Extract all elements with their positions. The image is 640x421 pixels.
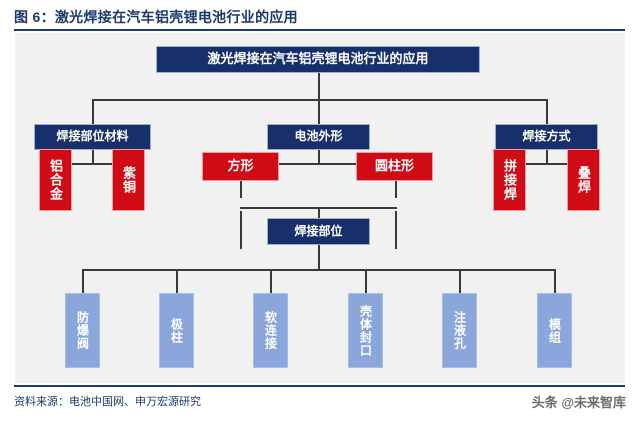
connector-bottom-1 (82, 269, 84, 293)
node-location-shell-sealing[interactable]: 壳体封口 (348, 293, 383, 368)
connector-weld-stem (318, 245, 320, 271)
node-location-module[interactable]: 模组 (537, 293, 572, 368)
connector-bottom-2 (176, 269, 178, 293)
page-title: 图 6：激光焊接在汽车铝壳锂电池行业的应用 (14, 9, 298, 25)
connector-bottom-5 (459, 269, 461, 293)
node-location-explosion-proof-valve[interactable]: 防爆阀 (65, 293, 100, 368)
footer-divider (14, 385, 625, 387)
node-label: 防爆阀 (75, 311, 90, 350)
node-label: 注液孔 (452, 311, 467, 350)
connector-branch1-down (92, 99, 94, 124)
node-shape-cylindrical[interactable]: 圆柱形 (356, 152, 433, 181)
connector-bottom-4 (365, 269, 367, 293)
node-location-flexible-connection[interactable]: 软连接 (253, 293, 288, 368)
node-root[interactable]: 激光焊接在汽车铝壳锂电池行业的应用 (156, 46, 480, 73)
connector-root-down (318, 73, 320, 101)
connector-bottom-6 (554, 269, 556, 293)
node-material-aluminum-alloy[interactable]: 铝合金 (39, 149, 72, 211)
node-location-pole[interactable]: 极柱 (159, 293, 194, 368)
watermark: 头条 @未来智库 (531, 395, 626, 410)
connector-b1-stem (92, 149, 94, 165)
connector-b2-c2-down (395, 211, 397, 249)
source-note: 资料来源：电池中国网、申万宏源研究 (14, 396, 201, 408)
node-label: 壳体封口 (358, 304, 373, 357)
node-label: 拼接焊 (502, 159, 517, 201)
connector-bottom-3 (270, 269, 272, 293)
node-label: 软连接 (263, 311, 278, 350)
title-divider (14, 29, 625, 31)
connector-b1-spine (55, 163, 130, 165)
node-method-butt-welding[interactable]: 拼接焊 (493, 149, 526, 211)
node-material-copper[interactable]: 紫铜 (112, 149, 145, 211)
node-method-lap-welding[interactable]: 叠焊 (567, 149, 600, 211)
connector-b2-spine (240, 163, 397, 165)
connector-b2-c1-down (240, 211, 242, 249)
node-branch-welding-method[interactable]: 焊接方式 (495, 124, 598, 150)
connector-b3-spine (509, 163, 585, 165)
node-label: 极柱 (169, 317, 184, 344)
node-label: 铝合金 (48, 159, 63, 201)
node-label: 叠焊 (576, 166, 591, 194)
connector-bottom-spine (82, 269, 554, 271)
connector-b2-stem (318, 149, 320, 165)
node-shape-prismatic[interactable]: 方形 (202, 152, 279, 181)
connector-branch2-down (318, 99, 320, 124)
connector-b3-stem (546, 149, 548, 165)
node-label: 紫铜 (121, 166, 136, 194)
connector-branch3-down (546, 99, 548, 124)
diagram-canvas: 激光焊接在汽车铝壳锂电池行业的应用 焊接部位材料 电池外形 焊接方式 铝合金 紫… (15, 33, 625, 383)
connector-weld-down (318, 207, 320, 218)
node-branch-welding-material[interactable]: 焊接部位材料 (34, 124, 151, 150)
node-weld-location[interactable]: 焊接部位 (267, 218, 370, 245)
node-location-filling-hole[interactable]: 注液孔 (442, 293, 477, 368)
node-label: 模组 (547, 317, 562, 344)
node-branch-cell-shape[interactable]: 电池外形 (267, 124, 370, 150)
